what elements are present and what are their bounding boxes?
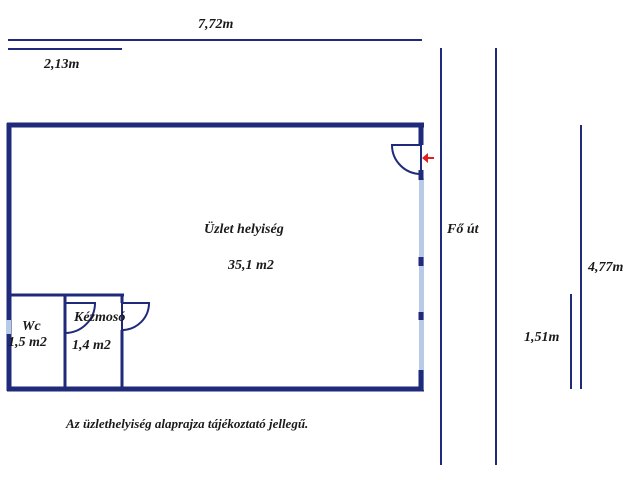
window-right [419, 178, 424, 390]
washroom-door-swing [121, 302, 151, 332]
entrance-arrow-icon [422, 153, 434, 163]
entrance-door-swing [390, 144, 422, 175]
shop-room-area: 35,1 m2 [228, 258, 274, 273]
wc-door-swing [64, 302, 97, 334]
washroom-room-name: Kézmosó [74, 310, 126, 325]
disclaimer-note: Az üzlethelyiség alaprajza tájékoztató j… [66, 416, 309, 431]
inner-height-label: 1,51m [524, 330, 560, 345]
shop-room-name: Üzlet helyiség [204, 222, 284, 237]
partial-width-label: 2,13m [44, 57, 80, 72]
wc-window [6, 320, 11, 334]
wc-room-name: Wc [22, 319, 41, 334]
street-label: Fő út [447, 222, 479, 237]
total-width-label: 7,72m [198, 17, 234, 32]
washroom-room-area: 1,4 m2 [72, 338, 111, 353]
wc-room-area: 1,5 m2 [8, 335, 47, 350]
outer-height-label: 4,77m [588, 260, 624, 275]
